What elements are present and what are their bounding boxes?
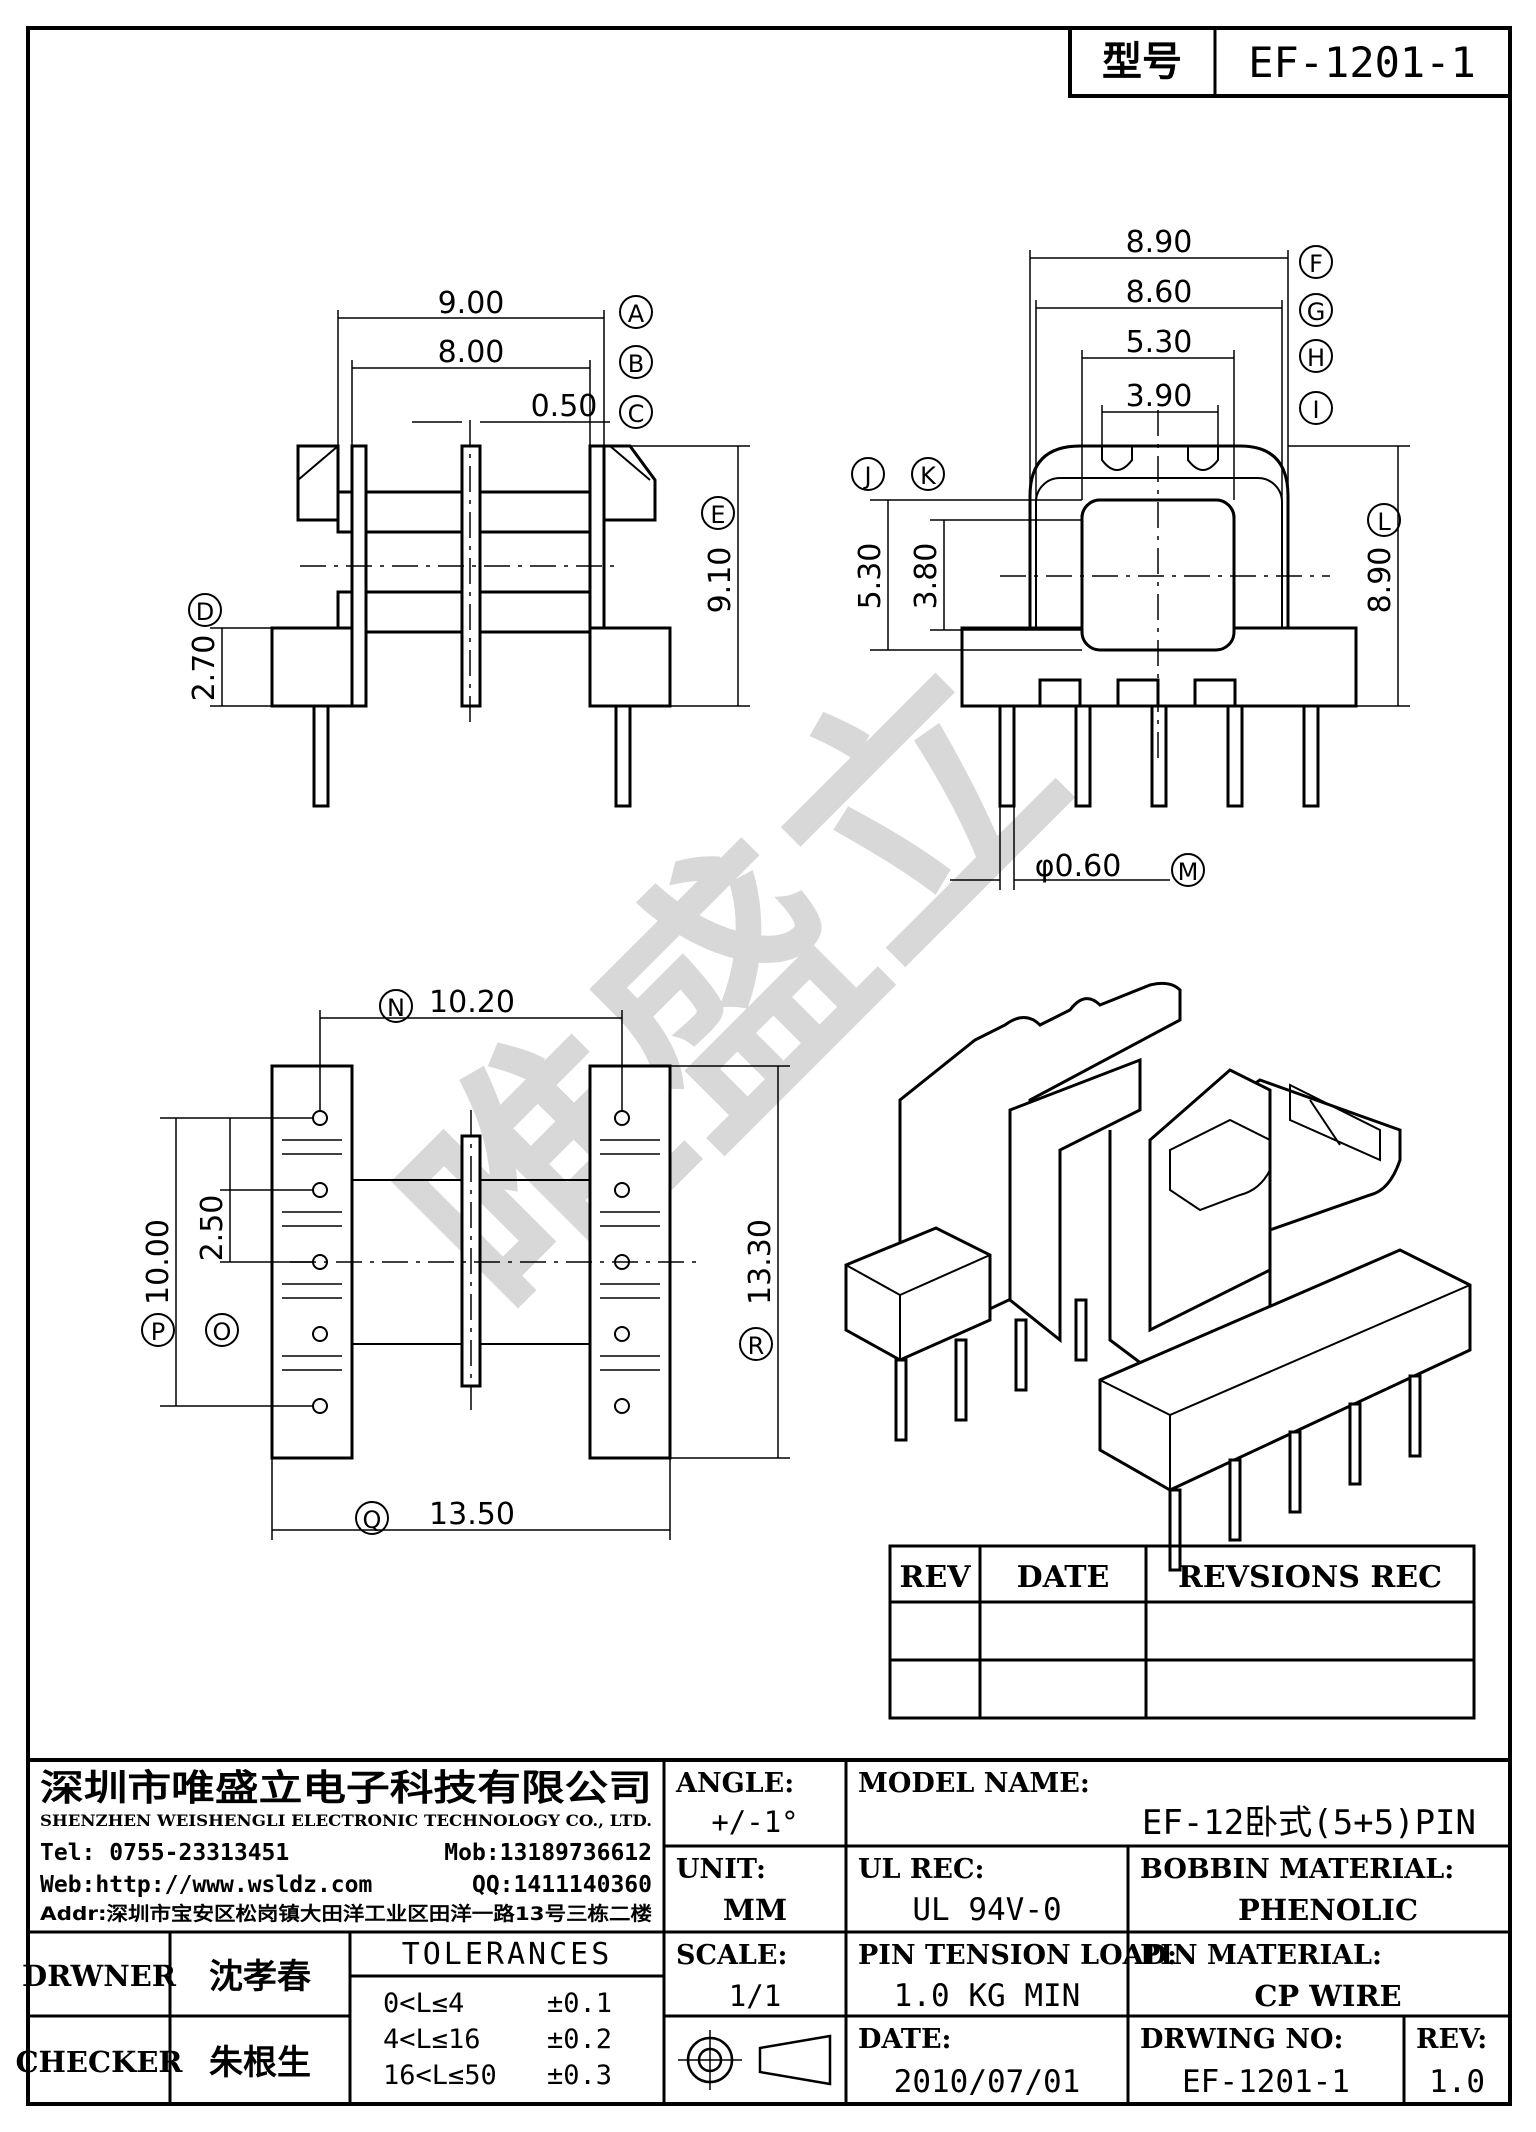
tol-value-1: ±0.1 [547, 1988, 612, 2019]
dim-e-value: 9.10 [703, 547, 738, 614]
dim-p-value: 10.00 [141, 1219, 176, 1305]
dim-c-tag: C [628, 400, 645, 428]
dim-a-value: 9.00 [438, 286, 505, 321]
projection-symbol-icon [678, 2030, 832, 2090]
tol-value-2: ±0.2 [547, 2024, 612, 2055]
dim-d-value: 2.70 [187, 635, 222, 702]
drawer-label: DRWNER [22, 1959, 177, 1993]
dim-i-tag: I [1312, 396, 1319, 424]
dim-h-value: 5.30 [1126, 325, 1193, 360]
dim-l-value: 8.90 [1363, 547, 1398, 614]
front-view-dims: 9.00 8.00 0.50 A B C E 9.10 D 2.70 [187, 286, 750, 707]
title-block: 深圳市唯盛立电子科技有限公司 SHENZHEN WEISHENGLI ELECT… [15, 1758, 1512, 2106]
tol-range-3: 16<L≤50 [383, 2060, 497, 2091]
dim-h-tag: H [1307, 344, 1325, 372]
dim-b-tag: B [628, 350, 644, 378]
dim-o-value: 2.50 [195, 1195, 230, 1262]
dim-k-tag: K [920, 462, 937, 490]
dim-f-value: 8.90 [1126, 225, 1193, 260]
model-box-value: EF-1201-1 [1248, 38, 1476, 87]
dim-g-value: 8.60 [1126, 275, 1193, 310]
dim-n-tag: N [387, 994, 405, 1022]
tol-range-2: 4<L≤16 [383, 2024, 481, 2055]
bobbin-value: PHENOLIC [1238, 1893, 1418, 1927]
tension-label: PIN TENSION LOAD: [858, 1940, 1177, 1971]
dim-d-tag: D [196, 598, 214, 626]
side-view-dims: 8.90 8.60 5.30 3.90 F G H I J K 5.30 3.8… [851, 225, 1410, 890]
scale-value: 1/1 [729, 1979, 781, 2013]
side-view [960, 410, 1358, 808]
tol-range-1: 0<L≤4 [383, 1988, 464, 2019]
dim-m-tag: M [1178, 858, 1199, 886]
tolerances-label: TOLERANCES [402, 1937, 613, 1972]
drawing-no-label: DRWING NO: [1140, 2024, 1344, 2055]
revision-table: REV DATE REVSIONS REC [888, 1544, 1476, 1720]
dim-q-tag: Q [363, 1506, 382, 1534]
tension-value: 1.0 KG MIN [894, 1978, 1081, 2014]
company-tel: Tel: 0755-23313451 [40, 1840, 289, 1866]
rev-value: 1.0 [1429, 2064, 1485, 2100]
model-number-box: 型号 EF-1201-1 [1068, 26, 1512, 98]
dim-j-tag: J [862, 462, 871, 490]
front-view [270, 420, 672, 808]
rev-header-rev: REV [899, 1560, 971, 1595]
model-box-label: 型号 [1102, 39, 1182, 85]
rev-label: REV: [1416, 2024, 1487, 2055]
bottom-view-dims: N 10.20 10.00 P 2.50 O 13.30 R Q 13.50 [141, 985, 790, 1540]
company-qq: QQ:1411140360 [472, 1872, 652, 1898]
date-value: 2010/07/01 [894, 2064, 1081, 2100]
model-value: EF-12卧式(5+5)PIN [1142, 1803, 1476, 1843]
dim-b-value: 8.00 [438, 335, 505, 370]
angle-label: ANGLE: [675, 1768, 794, 1799]
isometric-view [844, 981, 1472, 1572]
ul-label: UL REC: [858, 1854, 984, 1885]
dim-c-value: 0.50 [531, 389, 598, 424]
drawing-no-value: EF-1201-1 [1182, 2064, 1350, 2100]
drawer-value: 沈孝春 [209, 1957, 311, 1997]
dim-a-tag: A [628, 300, 645, 328]
angle-value: +/-1° [711, 1805, 798, 1839]
pin-material-value: CP WIRE [1254, 1979, 1401, 2013]
company-en: SHENZHEN WEISHENGLI ELECTRONIC TECHNOLOG… [40, 1811, 652, 1830]
dim-i-value: 3.90 [1126, 379, 1193, 414]
checker-label: CHECKER [15, 2045, 183, 2079]
company-addr: Addr:深圳市宝安区松岗镇大田洋工业区田洋一路13号三栋二楼 [40, 1902, 652, 1925]
dim-r-value: 13.30 [743, 1219, 778, 1305]
dim-f-tag: F [1309, 250, 1323, 278]
pin-material-label: PIN MATERIAL: [1140, 1940, 1382, 1971]
dim-l-tag: L [1377, 508, 1391, 536]
unit-label: UNIT: [676, 1854, 766, 1885]
dim-k-value: 3.80 [909, 543, 944, 610]
rev-header-date: DATE [1017, 1560, 1110, 1595]
bobbin-label: BOBBIN MATERIAL: [1140, 1854, 1454, 1885]
company-cn: 深圳市唯盛立电子科技有限公司 [40, 1768, 652, 1809]
dim-n-value: 10.20 [429, 985, 515, 1020]
unit-value: MM [723, 1893, 787, 1927]
dim-q-value: 13.50 [429, 1497, 515, 1532]
ul-value: UL 94V-0 [912, 1892, 1061, 1928]
dim-e-tag: E [710, 501, 725, 529]
dim-m-value: φ0.60 [1035, 849, 1122, 884]
dim-o-tag: O [213, 1318, 232, 1346]
model-label: MODEL NAME: [858, 1768, 1090, 1799]
dim-j-value: 5.30 [853, 543, 888, 610]
scale-label: SCALE: [676, 1940, 787, 1971]
date-label: DATE: [858, 2024, 952, 2055]
dim-p-tag: P [151, 1318, 165, 1346]
company-web: Web:http://www.wsldz.com [40, 1872, 372, 1898]
rev-header-rec: REVSIONS REC [1178, 1560, 1442, 1595]
tol-value-3: ±0.3 [547, 2060, 612, 2091]
dim-g-tag: G [1307, 298, 1326, 326]
dim-r-tag: R [748, 1332, 765, 1360]
company-mob: Mob:13189736612 [444, 1840, 652, 1866]
checker-value: 朱根生 [209, 2043, 311, 2083]
